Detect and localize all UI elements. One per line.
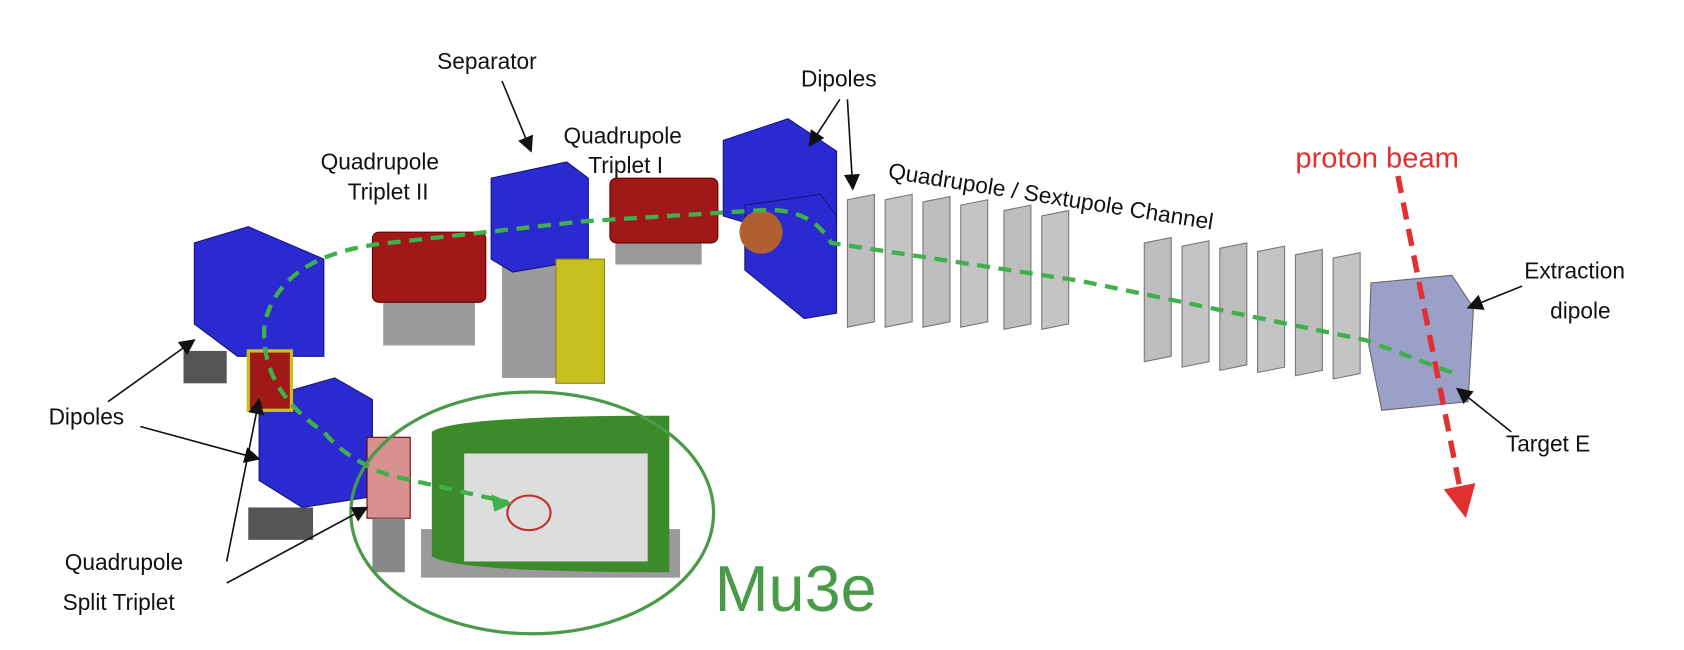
label-separator: Separator	[437, 48, 537, 74]
label-dipoles-left: Dipoles	[49, 403, 125, 429]
label-target-e: Target E	[1506, 430, 1590, 456]
label-quadrupole-triplet-2-line2: Triplet II	[348, 179, 429, 205]
label-extraction-dipole-line2: dipole	[1550, 298, 1610, 324]
quadrupole-triplet-1	[609, 177, 719, 265]
label-quadrupole-split-triplet-line2: Split Triplet	[63, 589, 176, 615]
mu3e-solenoid	[421, 415, 681, 578]
quadrupole-triplet-2	[371, 231, 487, 346]
label-proton-beam: proton beam	[1295, 142, 1459, 174]
label-dipoles-top: Dipoles	[801, 65, 877, 91]
muon-beam-path	[261, 207, 1453, 505]
label-quadrupole-triplet-1-line2: Triplet I	[588, 152, 663, 178]
label-extraction-dipole: Extraction	[1524, 258, 1625, 284]
quad-sextupole-channel	[846, 193, 1361, 380]
label-quadrupole-split-triplet: Quadrupole	[65, 549, 183, 575]
proton-beam-arrow	[1395, 175, 1476, 518]
label-mu3e: Mu3e	[715, 552, 877, 625]
dipoles-top	[722, 118, 838, 320]
label-quadrupole-triplet-2: Quadrupole	[321, 149, 439, 175]
label-quadrupole-triplet-1: Quadrupole	[563, 123, 681, 149]
separator	[490, 161, 606, 384]
